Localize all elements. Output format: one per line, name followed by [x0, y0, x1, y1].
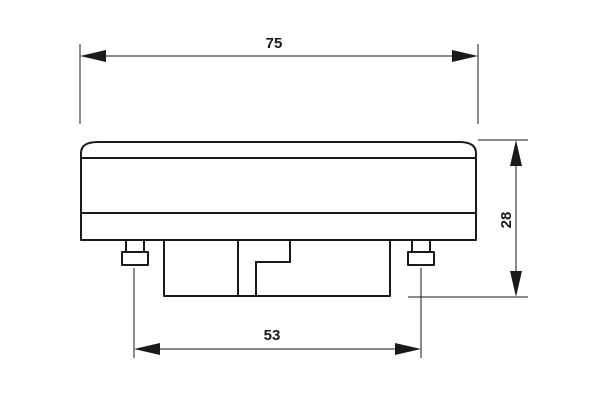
height-arrow-top [510, 140, 522, 166]
base-block [163, 239, 391, 297]
housing-outline [80, 141, 477, 241]
pin-right [407, 239, 435, 266]
base-outline [163, 239, 391, 297]
width-arrow-left [80, 50, 106, 62]
pin-left-head [121, 251, 149, 266]
height-dimension: 28 [408, 139, 528, 298]
pin-left [121, 239, 149, 266]
pin-right-shank [411, 239, 431, 253]
base-step-detail [255, 240, 291, 296]
width-arrow-right [452, 50, 478, 62]
width-label: 75 [266, 35, 283, 52]
pin-right-head [407, 251, 435, 266]
pin-spacing-dimension: 53 [133, 268, 422, 358]
width-dimension: 75 [79, 35, 479, 124]
pin-left-shank [125, 239, 145, 253]
spacing-arrow-left [134, 343, 160, 355]
housing [80, 141, 477, 241]
height-label: 28 [498, 212, 515, 229]
height-arrow-bottom [510, 271, 522, 297]
spacing-label: 53 [264, 327, 281, 344]
spacing-arrow-right [395, 343, 421, 355]
